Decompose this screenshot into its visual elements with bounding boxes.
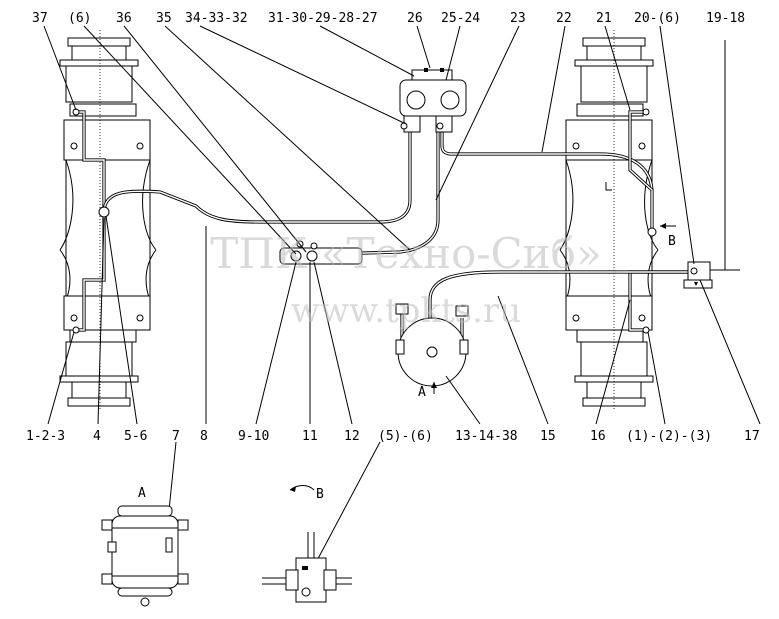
callout-22: 22 [556, 11, 572, 26]
view-b-label: B [668, 234, 676, 249]
callout-15: 15 [540, 429, 556, 444]
view-a-label: A [418, 385, 426, 400]
brake-valve-block [399, 68, 467, 133]
callout-1-2-3: 1-2-3 [26, 429, 65, 444]
callout-12: 12 [344, 429, 360, 444]
left-axle-housing [59, 30, 157, 410]
callouts-lower: 7 (5)-(6) [172, 429, 433, 444]
callout-36: 36 [116, 11, 132, 26]
callout-20-6: 20-(6) [634, 11, 681, 26]
callout-35: 35 [156, 11, 172, 26]
detail-view-a [101, 505, 189, 607]
leader-lines [43, 25, 761, 571]
detail-b-label: B [316, 487, 324, 502]
callout-34-33-32: 34-33-32 [185, 11, 248, 26]
air-tank [395, 303, 469, 387]
callouts-top: 37 (6) 36 35 34-33-32 31-30-29-28-27 26 … [32, 11, 745, 26]
small-fittings [72, 108, 657, 334]
callout-23: 23 [510, 11, 526, 26]
callout-5-6: 5-6 [124, 429, 147, 444]
callout-1-2-3-paren: (1)-(2)-(3) [626, 429, 712, 444]
callout-19-18: 19-18 [706, 11, 745, 26]
watermark-line2: www.tpkts.ru [291, 291, 521, 331]
callouts-bottom: 1-2-3 4 5-6 8 9-10 11 12 13-14-38 15 16 … [26, 429, 760, 444]
watermark: ТПК «Техно-Сиб» www.tpkts.ru [210, 229, 601, 331]
callout-11: 11 [302, 429, 318, 444]
callout-7: 7 [172, 429, 180, 444]
callout-37: 37 [32, 11, 48, 26]
callout-17: 17 [744, 429, 760, 444]
view-a-arrow [431, 382, 437, 394]
watermark-line1: ТПК «Техно-Сиб» [210, 229, 601, 278]
callout-25-24: 25-24 [441, 11, 480, 26]
valve-17 [683, 261, 713, 289]
callout-9-10: 9-10 [238, 429, 269, 444]
view-labels: B A A B [138, 234, 676, 502]
brake-lines [76, 40, 740, 352]
callout-16: 16 [590, 429, 606, 444]
view-b-arrow [660, 223, 676, 229]
callout-26: 26 [407, 11, 423, 26]
callout-4: 4 [93, 429, 101, 444]
tee-fittings [279, 240, 363, 265]
detail-view-b [262, 485, 352, 603]
callout-21: 21 [596, 11, 612, 26]
callout-13-14-38: 13-14-38 [455, 429, 518, 444]
callout-5-6-paren: (5)-(6) [378, 429, 433, 444]
callout-6: (6) [68, 11, 91, 26]
right-axle-housing [559, 30, 659, 410]
callout-31-27: 31-30-29-28-27 [268, 11, 378, 26]
callout-8: 8 [200, 429, 208, 444]
detail-a-label: A [138, 486, 146, 501]
